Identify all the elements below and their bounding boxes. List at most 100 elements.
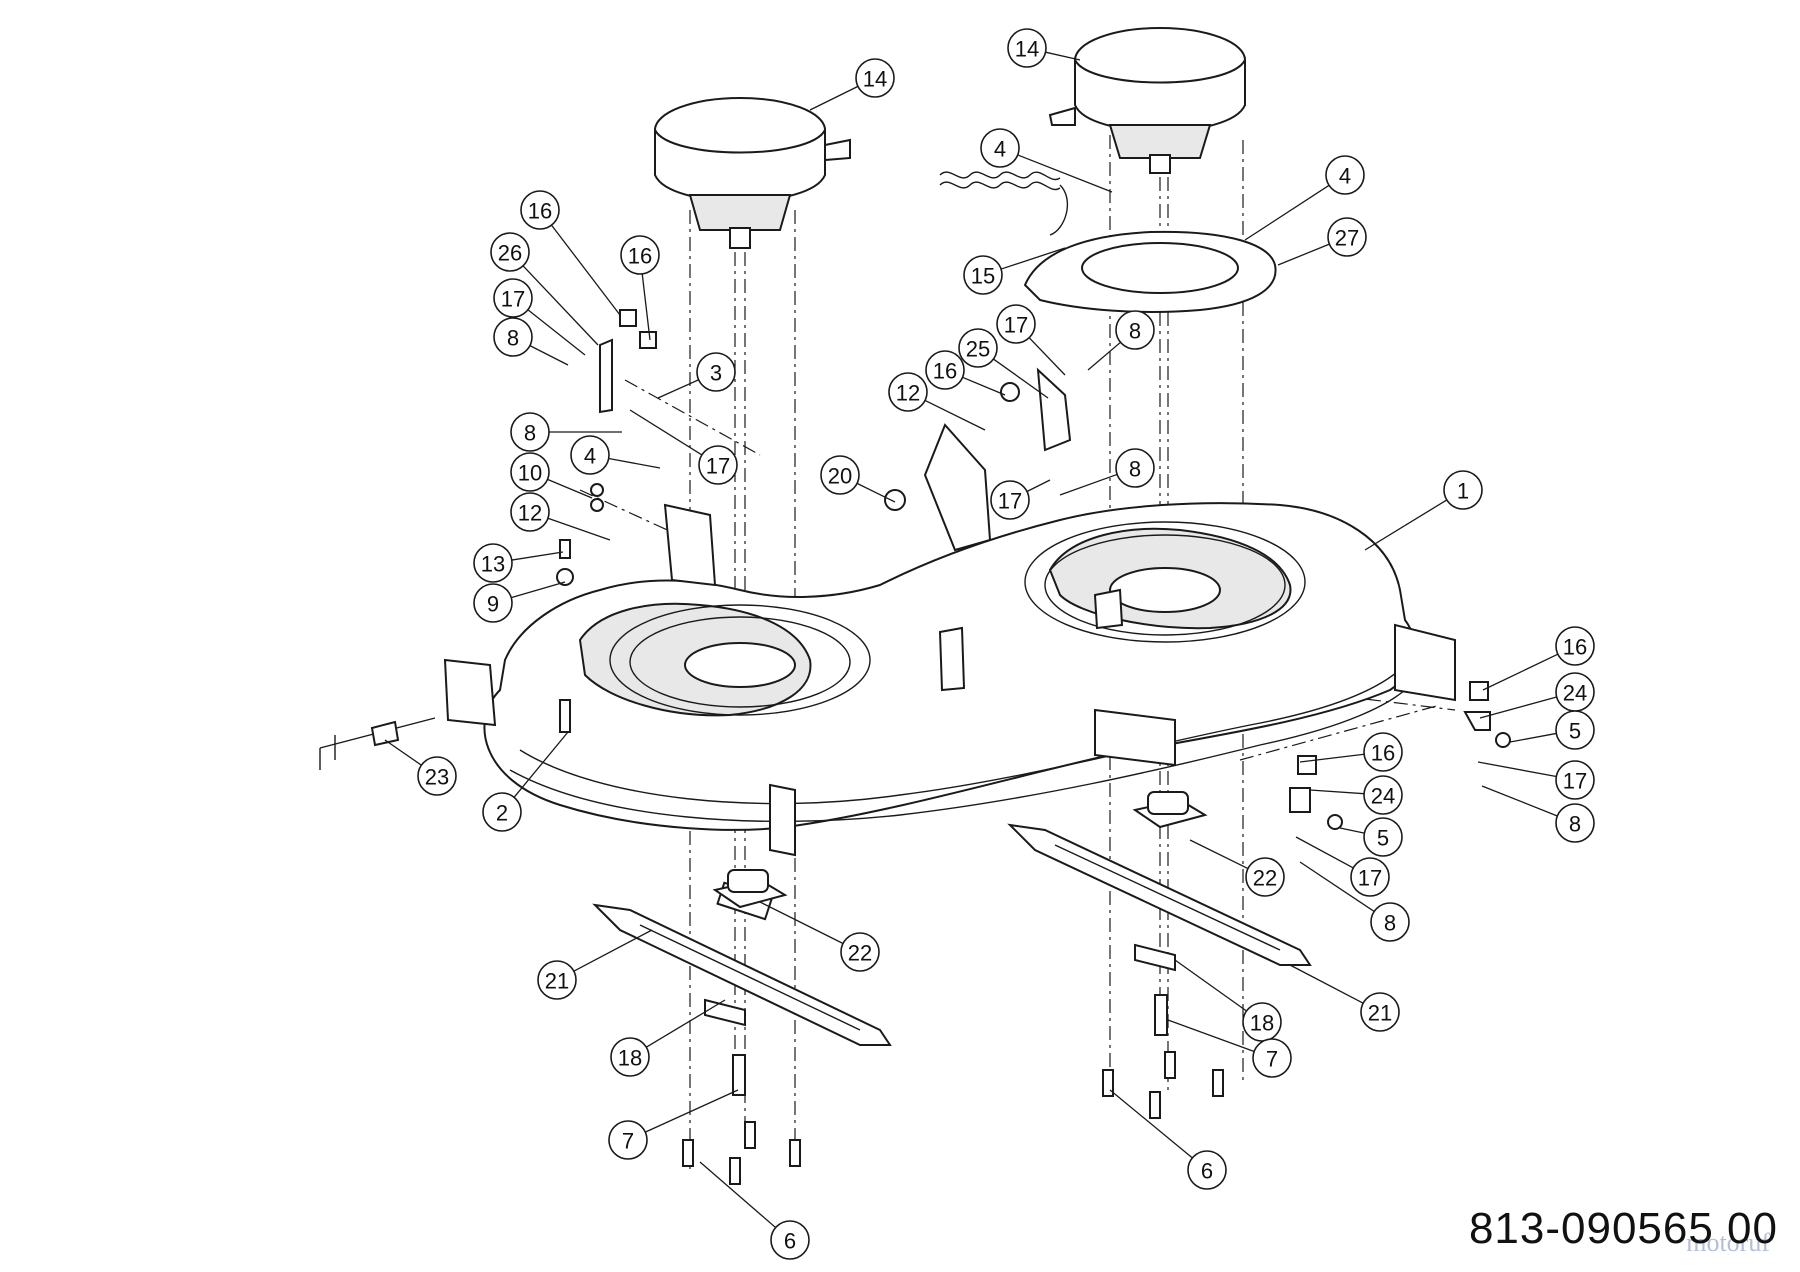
- part-callout: 6: [770, 1220, 810, 1260]
- height-adjuster-rod: [319, 717, 436, 770]
- callout-label: 27: [1335, 226, 1359, 251]
- leader-line: [1045, 51, 1081, 61]
- callout-circle: [473, 583, 513, 623]
- callout-label: 8: [1129, 457, 1141, 482]
- part-callout: 8: [1555, 803, 1595, 843]
- part-callout: 8: [1370, 902, 1410, 942]
- leader-line: [573, 929, 653, 972]
- callout-circle: [963, 255, 1003, 295]
- part-callout: 16: [520, 190, 560, 230]
- callout-label: 21: [545, 969, 569, 994]
- callout-label: 7: [1266, 1047, 1278, 1072]
- part-callout: 22: [840, 932, 880, 972]
- spindle-hubs: [712, 791, 1208, 909]
- callout-label: 24: [1563, 681, 1587, 706]
- callout-circle: [473, 543, 513, 583]
- callout-label: 6: [784, 1229, 796, 1254]
- callout-circle: [1327, 217, 1367, 257]
- callout-label: 4: [994, 137, 1006, 162]
- part-callout: 24: [1555, 672, 1595, 712]
- leader-line: [1289, 964, 1364, 1004]
- callout-circle: [520, 190, 560, 230]
- callout-circle: [482, 792, 522, 832]
- leader-line: [1028, 337, 1066, 376]
- callout-circle: [820, 455, 860, 495]
- callout-label: 23: [425, 765, 449, 790]
- callout-label: 18: [618, 1046, 642, 1071]
- part-callout: 12: [888, 372, 928, 412]
- part-callout: 20: [820, 455, 860, 495]
- part-callout: 16: [1363, 732, 1403, 772]
- blade-motor-left: [654, 97, 851, 249]
- part-callout: 1: [1443, 470, 1483, 510]
- callout-circle: [493, 278, 533, 318]
- callout-circle: [1325, 155, 1365, 195]
- watermark: motoruf: [1686, 1228, 1770, 1257]
- leader-line: [759, 901, 844, 945]
- callout-circle: [570, 435, 610, 475]
- callout-circle: [1252, 1038, 1292, 1078]
- leader-line: [1299, 861, 1375, 913]
- callout-circle: [1363, 775, 1403, 815]
- callout-label: 8: [507, 326, 519, 351]
- part-callout: 9: [473, 583, 513, 623]
- part-callout: 10: [510, 452, 550, 492]
- callout-circle: [417, 756, 457, 796]
- part-callout: 15: [963, 255, 1003, 295]
- callout-label: 16: [933, 359, 957, 384]
- callout-circle: [1443, 470, 1483, 510]
- part-callout: 22: [1245, 857, 1285, 897]
- drawing-number: 813-090565 00: [1468, 1204, 1778, 1253]
- leader-line: [809, 85, 859, 111]
- callout-circle: [925, 350, 965, 390]
- leader-line: [1482, 653, 1559, 691]
- leader-line: [511, 581, 566, 599]
- mower-deck-housing: [443, 423, 1456, 857]
- leader-line: [1339, 827, 1365, 834]
- leader-line: [645, 999, 726, 1048]
- part-callout: 21: [537, 960, 577, 1000]
- callout-label: 5: [1377, 826, 1389, 851]
- leader-line: [1477, 761, 1557, 778]
- callout-label: 4: [1339, 164, 1351, 189]
- callout-circle: [1555, 626, 1595, 666]
- callout-circle: [608, 1120, 648, 1160]
- callout-label: 5: [1569, 719, 1581, 744]
- leader-line: [1479, 696, 1557, 719]
- callout-circle: [1363, 817, 1403, 857]
- callout-circle: [537, 960, 577, 1000]
- callout-circle: [990, 480, 1030, 520]
- callout-label: 7: [622, 1129, 634, 1154]
- leader-line: [1000, 247, 1066, 270]
- blade-right: [1007, 823, 1312, 972]
- part-callout: 5: [1555, 710, 1595, 750]
- leader-line: [1295, 836, 1354, 869]
- callout-label: 17: [706, 454, 730, 479]
- leader-line: [547, 517, 611, 541]
- part-callout: 3: [696, 352, 736, 392]
- callout-label: 22: [848, 941, 872, 966]
- callout-circle: [1115, 448, 1155, 488]
- leader-line: [1026, 479, 1051, 493]
- callout-label: 8: [1569, 812, 1581, 837]
- part-callout: 6: [1187, 1150, 1227, 1190]
- leader-line: [1017, 154, 1113, 193]
- part-callout: 7: [608, 1120, 648, 1160]
- callout-label: 14: [1015, 37, 1039, 62]
- part-callout: 21: [1360, 992, 1400, 1032]
- part-callout: 16: [620, 235, 660, 275]
- leader-line: [522, 265, 599, 346]
- callout-label: 12: [896, 381, 920, 406]
- callout-circle: [1360, 992, 1400, 1032]
- callout-label: 2: [496, 801, 508, 826]
- callout-label: 8: [1129, 319, 1141, 344]
- part-callout: 8: [510, 412, 550, 452]
- callout-label: 10: [518, 461, 542, 486]
- callout-circle: [493, 317, 533, 357]
- callout-circle: [620, 235, 660, 275]
- callout-label: 24: [1371, 784, 1395, 809]
- part-callout: 4: [570, 435, 610, 475]
- callout-label: 16: [528, 199, 552, 224]
- callout-circle: [1350, 857, 1390, 897]
